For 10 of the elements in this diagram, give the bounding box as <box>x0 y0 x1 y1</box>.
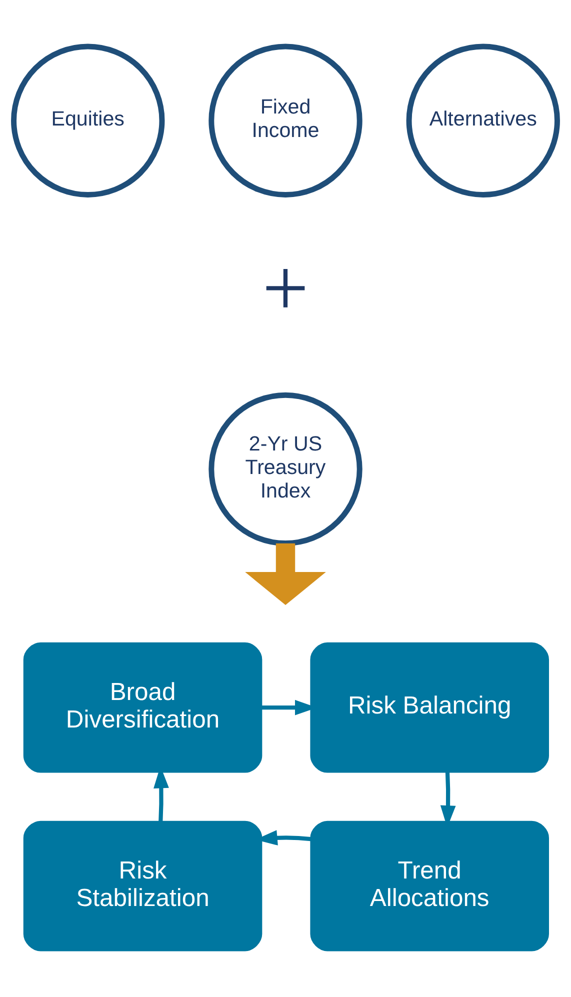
label: + <box>262 242 309 334</box>
node-circle: Equities <box>11 44 165 198</box>
node-box: Broad Diversification <box>23 642 262 773</box>
node-circle: Fixed Income <box>208 44 362 198</box>
node-box: Risk Stabilization <box>23 820 262 952</box>
node-circle: Alternatives <box>406 44 560 198</box>
node-box: Risk Balancing <box>310 642 549 773</box>
arrow <box>245 543 326 606</box>
node-box: Trend Allocations <box>310 820 549 952</box>
node-circle: 2-Yr US Treasury Index <box>208 392 362 546</box>
